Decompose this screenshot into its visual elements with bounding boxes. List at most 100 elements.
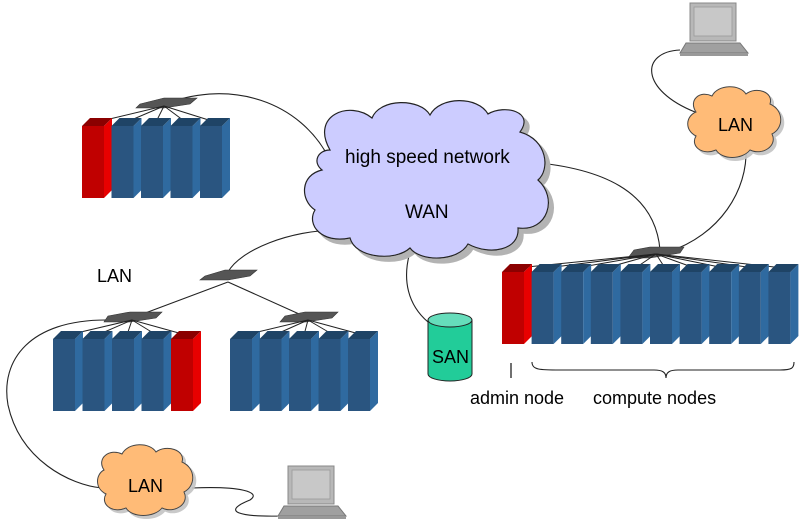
admin-node[interactable] [502,264,532,344]
node-top [709,264,740,272]
node-front [112,339,134,411]
node-wire [307,319,364,336]
node-side [104,331,113,411]
compute-node[interactable] [259,331,290,411]
node-front [200,126,222,198]
compute-node[interactable] [200,118,230,198]
node-top [679,264,710,272]
node-top [561,264,592,272]
compute-node[interactable] [111,118,142,198]
node-wire [655,253,725,269]
node-top [259,331,290,339]
node-front [709,272,732,344]
wan-label-line2: WAN [405,202,449,223]
node-top [768,264,799,272]
switch-left-a[interactable] [103,311,163,323]
san-storage[interactable] [427,312,473,382]
node-side [731,264,740,344]
node-side [163,118,171,198]
node-top [170,118,201,126]
node-front [768,272,791,344]
lan-cloud-top-right[interactable] [687,86,782,158]
compute-node[interactable] [679,264,710,344]
compute-node[interactable] [768,264,799,344]
node-wire [163,105,216,123]
lan-cloud-bottom-left[interactable] [97,444,194,516]
laptop-base [278,516,346,519]
node-front [590,272,613,344]
wire-wan-to-right-switch [529,161,661,251]
wan-cloud-shape [303,100,549,259]
compute-node[interactable] [531,264,562,344]
node-top [531,264,562,272]
node-front [620,272,643,344]
compute-node[interactable] [141,331,172,411]
compute-node[interactable] [82,331,113,411]
node-wire [546,253,657,269]
node-top [112,331,142,339]
compute-node[interactable] [348,331,378,411]
node-front [259,339,282,411]
compute-node[interactable] [289,331,319,411]
node-side [222,118,230,198]
wire-switch-a-to-lan-bl [6,319,107,489]
compute-node[interactable] [318,331,349,411]
node-front [230,339,252,411]
wan-cloud[interactable] [303,100,549,259]
wires [6,49,747,517]
switch-left-b[interactable] [279,311,339,323]
node-front [348,339,370,411]
wire-topleft-switch-to-wan [167,93,331,161]
node-top [650,264,680,272]
compute-node[interactable] [738,264,769,344]
node-side [134,331,142,411]
compute-node[interactable] [170,118,201,198]
compute-node[interactable] [709,264,740,344]
node-side [760,264,769,344]
node-side [672,264,680,344]
admin-node[interactable] [171,331,201,411]
san-label: SAN [432,347,469,367]
node-side [163,331,172,411]
node-front [111,126,134,198]
node-top [141,331,172,339]
node-front [289,339,311,411]
node-front [531,272,554,344]
admin-node[interactable] [82,118,112,198]
compute-node[interactable] [141,118,171,198]
node-side [311,331,319,411]
node-front [53,339,75,411]
node-top [141,118,171,126]
wire-lan-bl-to-laptop [191,487,283,517]
node-top [171,331,201,339]
compute-node[interactable] [561,264,592,344]
laptop-keyboard [679,42,750,54]
cluster-right [502,264,799,344]
wire-wan-to-left-switch [227,229,339,273]
san-top [427,312,473,328]
compute-node[interactable] [230,331,260,411]
compute-node[interactable] [590,264,621,344]
compute-node[interactable] [620,264,651,344]
compute-node[interactable] [53,331,83,411]
node-front [170,126,193,198]
compute-node[interactable] [650,264,680,344]
node-groups [53,118,799,411]
node-front [141,339,164,411]
lan-cloud-shape [687,86,782,158]
node-side [75,331,83,411]
compute-node[interactable] [112,331,142,411]
switch-top-left[interactable] [135,97,198,109]
node-side [104,118,112,198]
switch-left-top[interactable] [199,269,258,281]
node-side [133,118,142,198]
wire-laptop-tr-to-lan [651,49,696,113]
node-side [340,331,349,411]
laptop-top-right[interactable] [679,2,750,56]
wan-label-line1: high speed network [345,147,510,168]
laptop-bottom[interactable] [277,465,348,519]
legend-admin-node: admin node [470,388,564,408]
node-top [348,331,378,339]
node-top [82,331,113,339]
